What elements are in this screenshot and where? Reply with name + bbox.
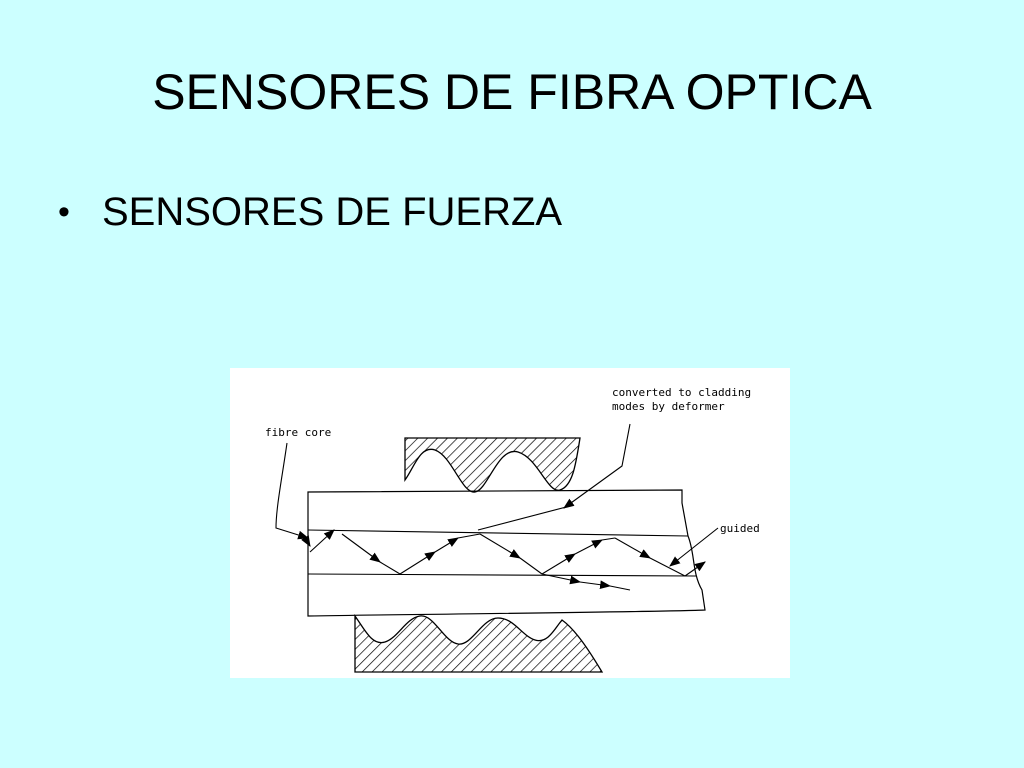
bullet-item: • SENSORES DE FUERZA bbox=[58, 188, 562, 236]
cladding-ray bbox=[609, 585, 631, 591]
ray-segment bbox=[479, 533, 521, 559]
fiber-deformer-diagram: fibre core converted to cladding modes b… bbox=[230, 368, 790, 678]
ray-segment bbox=[519, 557, 543, 575]
ray-segment bbox=[341, 533, 381, 563]
label-guided: guided bbox=[720, 522, 760, 535]
leader-guided bbox=[669, 527, 719, 567]
ray-segment bbox=[309, 529, 335, 553]
cladding-ray bbox=[579, 580, 612, 590]
lower-deformer bbox=[354, 613, 604, 673]
diagram-svg: fibre core converted to cladding modes b… bbox=[265, 386, 760, 673]
ray-segment bbox=[649, 557, 686, 577]
core-upper-line bbox=[307, 529, 689, 537]
ray-segment bbox=[457, 533, 481, 539]
ray-segment bbox=[614, 537, 651, 559]
cladding-ray bbox=[541, 573, 582, 585]
label-converted-line1: converted to cladding bbox=[612, 386, 751, 399]
bullet-text: SENSORES DE FUERZA bbox=[102, 190, 563, 234]
leader-converted bbox=[563, 423, 631, 509]
deformed-core-edge bbox=[477, 505, 571, 531]
core-lower-line bbox=[307, 573, 697, 577]
ray-segment bbox=[379, 561, 401, 575]
upper-deformer bbox=[404, 437, 581, 493]
ray-segment bbox=[601, 537, 616, 541]
leader-fibre-core bbox=[275, 442, 310, 540]
ray-segment bbox=[574, 539, 603, 555]
ray-segment bbox=[399, 551, 436, 575]
ray-segment bbox=[684, 561, 706, 577]
bullet-marker: • bbox=[58, 192, 70, 231]
label-fibre-core: fibre core bbox=[265, 426, 331, 439]
slide-title: SENSORES DE FIBRA OPTICA bbox=[152, 64, 872, 120]
bullet-list: • SENSORES DE FUERZA bbox=[58, 188, 562, 236]
fiber-cladding bbox=[307, 489, 706, 617]
label-converted-line2: modes by deformer bbox=[612, 400, 725, 413]
ray-segment bbox=[541, 553, 576, 575]
ray-segment bbox=[434, 537, 459, 553]
